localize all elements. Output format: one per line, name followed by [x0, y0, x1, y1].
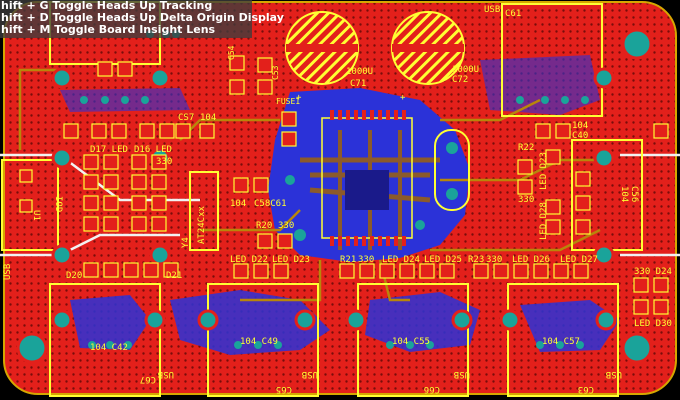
electrolytic-capacitor-c72[interactable]	[391, 11, 465, 85]
silkscreen-designator: 104	[200, 113, 216, 123]
silkscreen-designator: R22	[518, 143, 534, 153]
silkscreen-designator: IOD	[53, 196, 63, 212]
silkscreen-designator: 104 C57	[542, 337, 580, 347]
silkscreen-designator: LED D23	[539, 152, 549, 190]
silkscreen-designator: LED D30	[634, 319, 672, 329]
silkscreen-designator: 104 C55	[392, 337, 430, 347]
mcu-footprint	[321, 110, 413, 246]
silkscreen-designator: 330	[518, 195, 534, 205]
silkscreen-designator: 104 C49	[240, 337, 278, 347]
silkscreen-designator: D16 LED	[134, 145, 172, 155]
polarity-plus-icon: +	[296, 93, 302, 103]
silkscreen-designator: USB	[454, 369, 470, 379]
silkscreen-designator: LED D24	[382, 255, 420, 265]
silkscreen-designator: R21	[340, 255, 356, 265]
silkscreen-designator: C61	[505, 9, 521, 19]
silkscreen-designator: USB	[606, 369, 622, 379]
hud-shortcut-tracking: hift + G Toggle Heads Up Tracking	[1, 0, 213, 12]
silkscreen-designator: LED D25	[424, 255, 462, 265]
silkscreen-designator: C65	[276, 384, 292, 394]
silkscreen-designator: USB	[3, 264, 13, 280]
silkscreen-designator: 104	[230, 199, 246, 209]
silkscreen-designator: LED D28	[539, 202, 549, 240]
silkscreen-designator: 1000U	[452, 65, 479, 75]
silkscreen-designator: 330	[156, 157, 172, 167]
silkscreen-designator: 330	[358, 255, 374, 265]
silkscreen-designator: C67	[140, 374, 156, 384]
silkscreen-designator: USB	[484, 5, 500, 15]
silkscreen-designator: FUSE1	[276, 97, 300, 106]
silkscreen-labels: USB C61 C54 C53 CS7 104 FUSE1 1000U 1000…	[3, 5, 672, 394]
silkscreen-designator: C56	[629, 186, 639, 202]
hud-shortcut-delta-origin: hift + D Toggle Heads Up Delta Origin Di…	[1, 11, 284, 24]
silkscreen-designator: C66	[424, 384, 440, 394]
heads-up-display: hift + G Toggle Heads Up Tracking hift +…	[0, 0, 284, 38]
silkscreen-designator: LED D26	[512, 255, 550, 265]
silkscreen-designator: AT24Cxx	[197, 205, 207, 244]
silkscreen-designator: R23	[468, 255, 484, 265]
silkscreen-designator: 104 C42	[90, 343, 128, 353]
silkscreen-designator: C63	[578, 384, 594, 394]
silkscreen-designator: R20	[256, 221, 272, 231]
silkscreen-designator: 330	[278, 221, 294, 231]
electrolytic-capacitor-c71[interactable]	[285, 11, 359, 85]
polarity-plus-icon: +	[400, 93, 406, 103]
silkscreen-designator: 104	[619, 186, 629, 202]
crystal-y1[interactable]	[434, 129, 470, 211]
silkscreen-designator: 330 D24	[634, 267, 672, 277]
silkscreen-designator: D21	[166, 271, 182, 281]
silkscreen-designator: 330	[486, 255, 502, 265]
silkscreen-designator: U1	[31, 210, 41, 221]
silkscreen-designator: Y4	[181, 237, 191, 248]
silkscreen-designator: C40	[572, 131, 588, 141]
silkscreen-designator: C53	[271, 65, 280, 80]
silkscreen-designator: USB	[158, 369, 174, 379]
smd-pads	[19, 55, 669, 315]
hud-shortcut-insight-lens: hift + M Toggle Board Insight Lens	[1, 23, 216, 36]
silkscreen-designator: D20	[66, 271, 82, 281]
silkscreen-designator: C71	[350, 79, 366, 89]
silkscreen-designator: 1000U	[346, 67, 373, 77]
silkscreen-designator: D17 LED	[90, 145, 128, 155]
silkscreen-designator: LED D23	[272, 255, 310, 265]
mounting-holes	[16, 28, 653, 364]
silkscreen-designator: C58C61	[254, 199, 287, 209]
silkscreen-designator: C72	[452, 75, 468, 85]
silkscreen-designator: CS7	[178, 113, 194, 123]
silkscreen-designator: USB	[302, 369, 318, 379]
silkscreen-designator: 104	[572, 121, 588, 131]
silkscreen-designator: LED D27	[560, 255, 598, 265]
silkscreen-designator: C54	[227, 45, 236, 60]
silkscreen-designator: LED D22	[230, 255, 268, 265]
